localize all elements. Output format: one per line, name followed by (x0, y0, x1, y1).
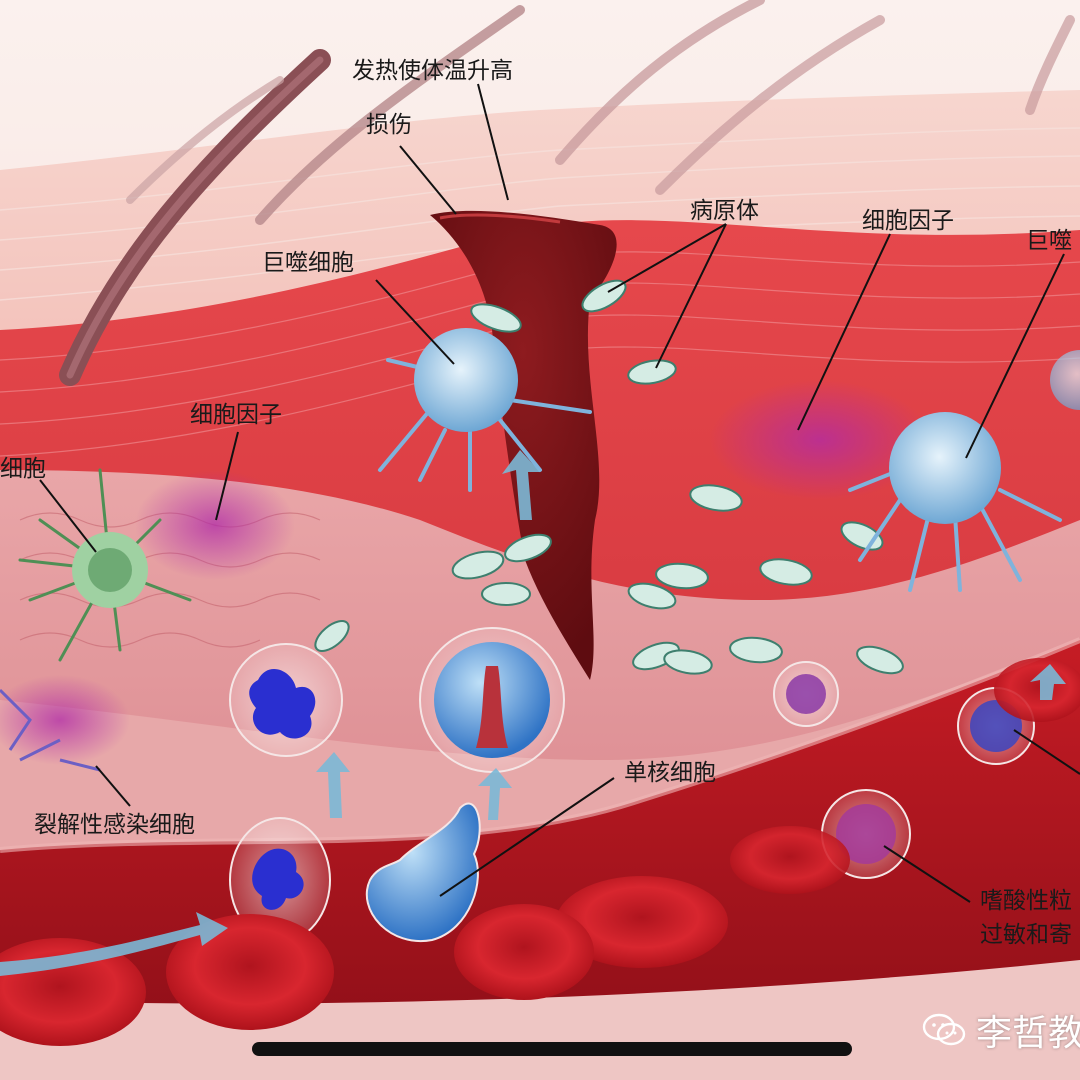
leader-lines (39, 83, 1080, 903)
pathogens (314, 279, 904, 675)
label-eosinophil: 嗜酸性粒 (980, 888, 1072, 914)
label-monocyte: 单核细胞 (624, 760, 716, 786)
neutrophil-upper (229, 643, 343, 757)
watermark-text: 李哲教 (976, 1013, 1080, 1054)
label-cytokine-right: 细胞因子 (862, 208, 954, 234)
lysed-cell-fragments (0, 688, 101, 772)
cytokine-cloud-right (710, 380, 930, 500)
label-pathogen: 病原体 (690, 198, 759, 224)
home-indicator-bar[interactable] (252, 1042, 852, 1056)
label-macrophage-right: 巨噬 (1026, 228, 1072, 254)
migration-arrows (0, 450, 1066, 976)
label-macrophage-left: 巨噬细胞 (262, 250, 354, 276)
macrophage-right-cell (848, 412, 1062, 592)
neutrophil-lower (229, 817, 331, 943)
label-lysed-infected-cell: 裂解性感染细胞 (34, 812, 195, 838)
watermark: 李哲教 (922, 1004, 1080, 1056)
label-allergy: 过敏和寄 (980, 922, 1072, 948)
label-injury: 损伤 (366, 112, 412, 138)
wechat-icon (922, 1013, 966, 1046)
label-cytokine-left: 细胞因子 (190, 402, 282, 428)
cytokine-cloud-left (135, 470, 295, 580)
dendritic-cell (18, 468, 192, 662)
label-cell-partial: 细胞 (0, 456, 46, 482)
hair-strands (59, 0, 1075, 386)
monocyte-upper-cell (419, 627, 565, 773)
wound (430, 210, 617, 681)
label-fever: 发热使体温升高 (352, 58, 513, 84)
monocyte-lower-cell (365, 802, 481, 943)
macrophage-left-cell (378, 328, 592, 492)
